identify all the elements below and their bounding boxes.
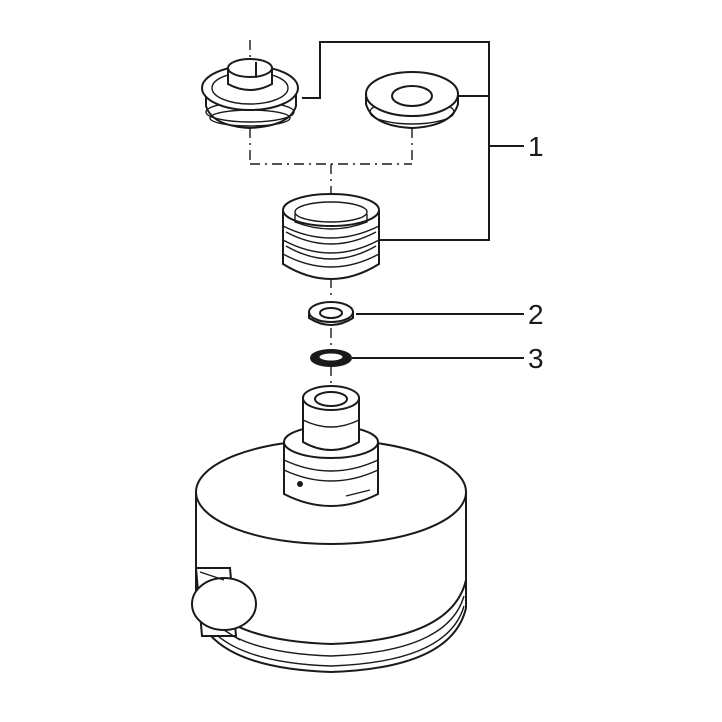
seal-ring-part-3 — [310, 349, 352, 367]
ribbed-sleeve-part — [282, 193, 380, 280]
callout-3-label: 3 — [528, 343, 544, 374]
center-axis-lines — [249, 40, 413, 388]
washer-part-2 — [308, 301, 354, 326]
side-knob-part — [191, 567, 257, 641]
callout-2-label: 2 — [528, 299, 544, 330]
callout-1-leader — [302, 41, 524, 241]
callout-1-label: 1 — [528, 131, 544, 162]
top-insert-part — [201, 58, 299, 130]
main-housing-part — [191, 385, 467, 674]
top-washer-part — [365, 71, 459, 130]
